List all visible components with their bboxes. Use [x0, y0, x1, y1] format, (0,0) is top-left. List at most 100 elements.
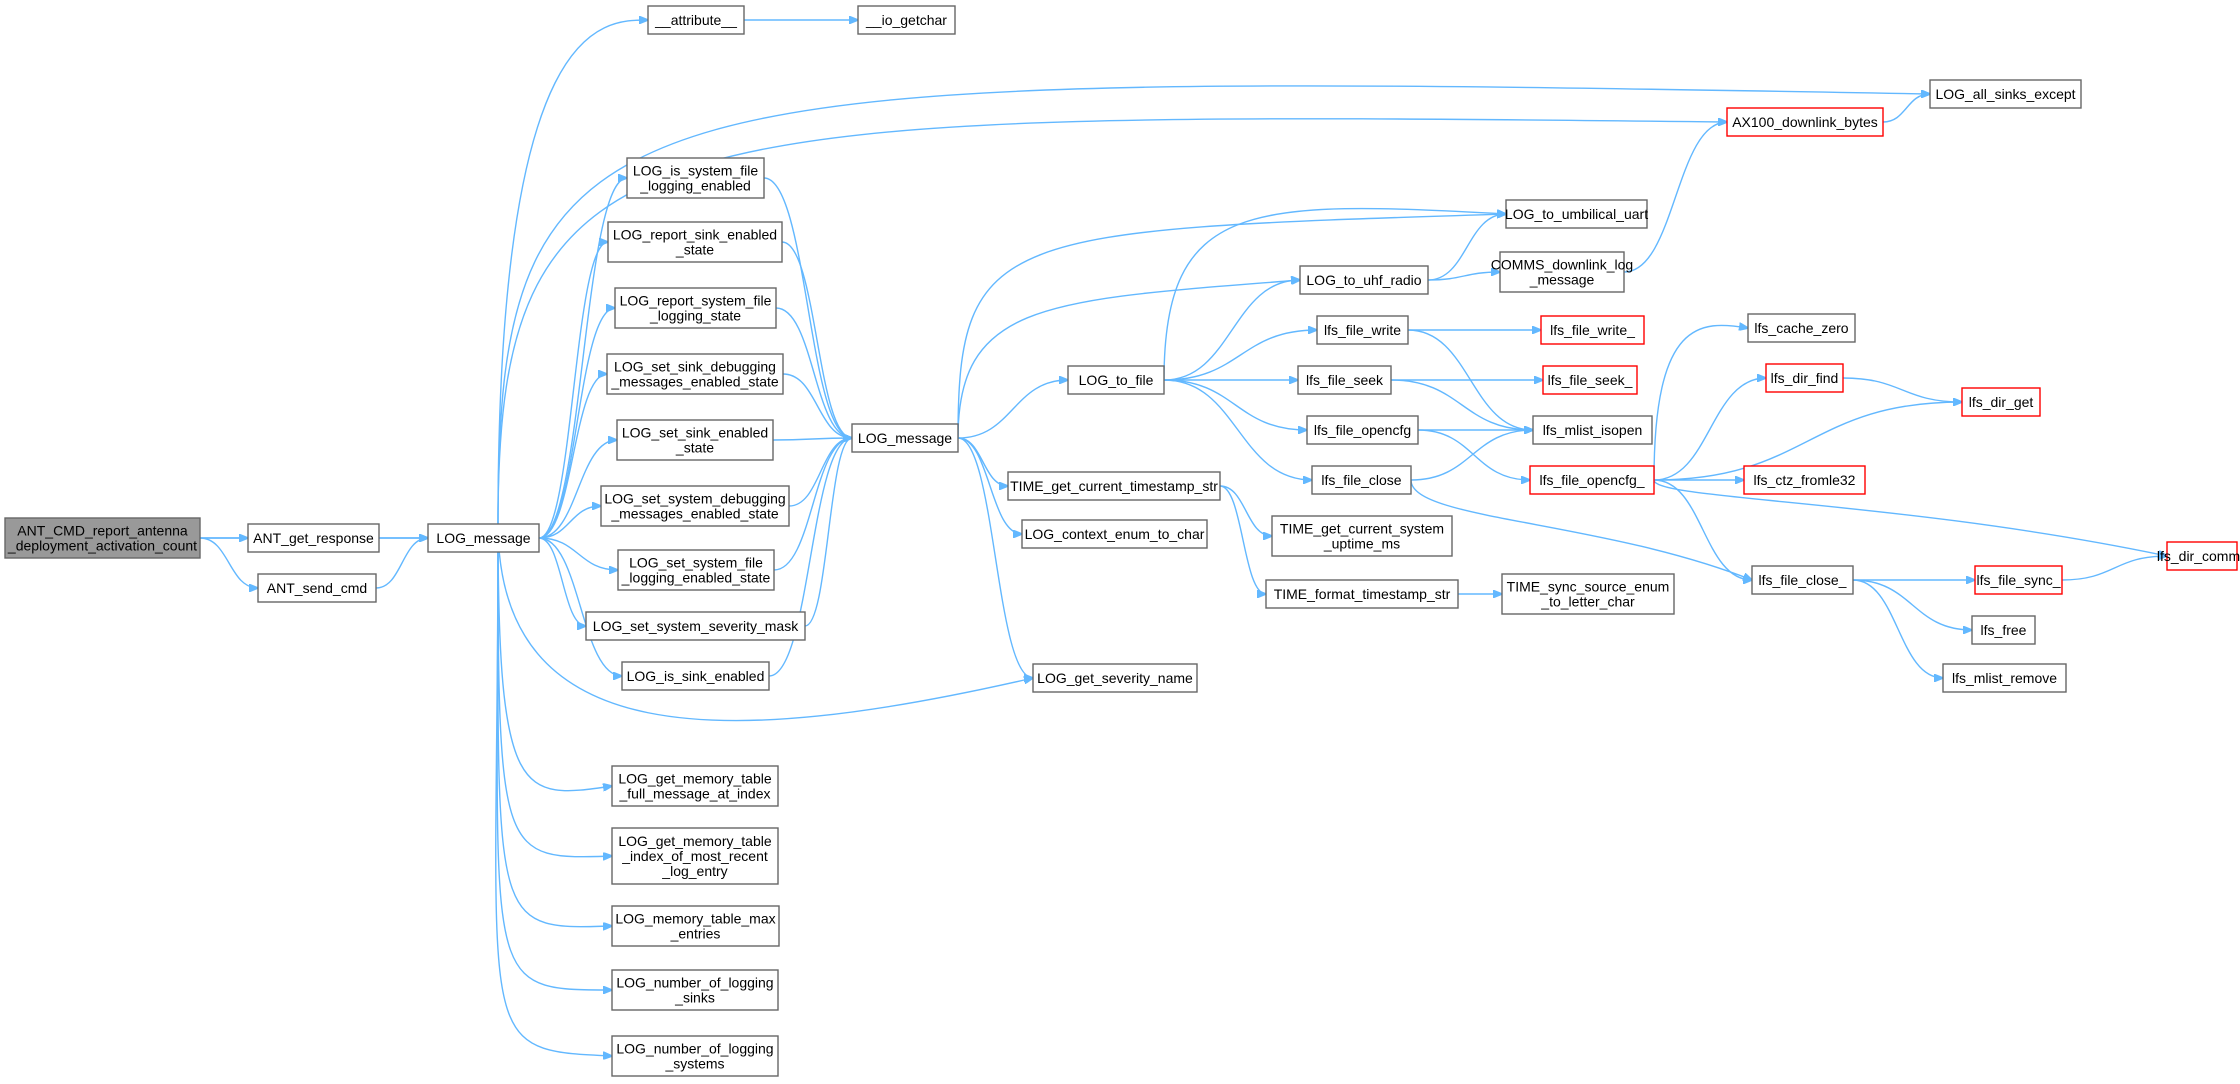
- function-node-lfs-file-close[interactable]: lfs_file_close: [1311, 465, 1412, 495]
- function-node-lfs-mlist-isopen[interactable]: lfs_mlist_isopen: [1532, 415, 1653, 445]
- call-edge-log-report-system-file-logging-state-to-log-message: [775, 307, 852, 438]
- function-node-lfs-file-opencfg[interactable]: lfs_file_opencfg: [1306, 415, 1419, 445]
- function-node-log-to-umbilical-uart[interactable]: LOG_to_umbilical_uart: [1505, 199, 1648, 229]
- function-node-log-report-sink-enabled-state[interactable]: LOG_report_sink_enabled_state: [607, 221, 783, 263]
- function-node-log-report-system-file-logging-state[interactable]: LOG_report_system_file_logging_state: [614, 287, 777, 329]
- function-node-log-context-enum-to-char[interactable]: LOG_context_enum_to_char: [1021, 519, 1208, 549]
- function-node-log-number-of-logging-systems[interactable]: LOG_number_of_logging_systems: [611, 1035, 779, 1077]
- node-box: [611, 905, 780, 947]
- function-node-time-get-current-system-uptime-ms[interactable]: TIME_get_current_system_uptime_ms: [1271, 515, 1453, 557]
- node-label: lfs_cache_zero: [1754, 320, 1848, 336]
- function-node-time-sync-source-enum-to-letter-char[interactable]: TIME_sync_source_enum_to_letter_char: [1501, 573, 1675, 615]
- node-box: [616, 419, 774, 461]
- node-box: [611, 765, 779, 807]
- node-box: [1297, 365, 1392, 395]
- node-box: [611, 827, 779, 885]
- node-box: [585, 611, 806, 641]
- call-edge-log-message-to-time-get-current-timestamp-str: [957, 437, 1008, 486]
- node-box: [1299, 265, 1429, 295]
- function-node-attribute[interactable]: __attribute__: [647, 5, 745, 35]
- function-node-lfs-file-opencfg[interactable]: lfs_file_opencfg_: [1529, 465, 1655, 495]
- function-node-log-is-sink-enabled[interactable]: LOG_is_sink_enabled: [621, 661, 770, 691]
- function-node-log-set-sink-debugging-messages-enabled-state[interactable]: LOG_set_sink_debugging_messages_enabled_…: [606, 353, 784, 395]
- call-edge-log-message-to-log-set-system-debugging-messages-enabled-state: [538, 506, 601, 539]
- call-edge-log-message-to-log-number-of-logging-sinks: [496, 523, 612, 990]
- call-edge-lfs-file-opencfg-to-lfs-dir-find: [1653, 378, 1766, 481]
- call-edge-log-is-system-file-logging-enabled-to-log-message: [763, 177, 852, 438]
- node-label: _entries: [670, 926, 721, 942]
- function-node-lfs-ctz-fromle32[interactable]: lfs_ctz_fromle32: [1743, 465, 1866, 495]
- function-node-log-get-memory-table-index-of-most-recent-log-entry[interactable]: LOG_get_memory_table_index_of_most_recen…: [611, 827, 779, 885]
- call-edge-lfs-file-opencfg-to-lfs-file-close: [1653, 479, 1752, 580]
- node-label: lfs_dir_get: [1969, 394, 2034, 410]
- function-node-log-set-system-severity-mask[interactable]: LOG_set_system_severity_mask: [585, 611, 806, 641]
- function-node-log-to-uhf-radio[interactable]: LOG_to_uhf_radio: [1299, 265, 1429, 295]
- call-edge-lfs-dir-find-to-lfs-dir-get: [1842, 377, 1962, 402]
- function-node-lfs-file-close[interactable]: lfs_file_close_: [1751, 565, 1854, 595]
- node-box: [1306, 415, 1419, 445]
- node-label: LOG_message: [436, 530, 530, 546]
- node-label: _messages_enabled_state: [610, 374, 779, 390]
- node-label: lfs_dir_commit: [2157, 548, 2240, 564]
- function-node-lfs-file-seek[interactable]: lfs_file_seek: [1297, 365, 1392, 395]
- function-node-log-message[interactable]: LOG_message: [851, 423, 959, 453]
- call-edge-log-message-to-log-get-memory-table-full-message-at-index: [497, 523, 612, 792]
- node-label: lfs_file_opencfg: [1314, 422, 1411, 438]
- function-node-lfs-file-write[interactable]: lfs_file_write: [1316, 315, 1409, 345]
- node-label: __io_getchar: [865, 12, 947, 28]
- node-label: LOG_number_of_logging: [616, 1041, 773, 1057]
- function-node-log-message[interactable]: LOG_message: [427, 523, 540, 553]
- function-node-log-memory-table-max-entries[interactable]: LOG_memory_table_max_entries: [611, 905, 780, 947]
- function-node-lfs-file-seek[interactable]: lfs_file_seek_: [1542, 365, 1638, 395]
- function-node-time-get-current-timestamp-str[interactable]: TIME_get_current_timestamp_str: [1007, 471, 1221, 501]
- node-label: LOG_set_system_debugging: [604, 491, 785, 507]
- function-node-time-format-timestamp-str[interactable]: TIME_format_timestamp_str: [1265, 579, 1459, 609]
- function-node-log-set-system-debugging-messages-enabled-state[interactable]: LOG_set_system_debugging_messages_enable…: [600, 485, 790, 527]
- node-box: [1542, 365, 1638, 395]
- node-label: lfs_mlist_isopen: [1543, 422, 1643, 438]
- node-box: [1942, 663, 2067, 693]
- function-node-log-set-system-file-logging-enabled-state[interactable]: LOG_set_system_file_logging_enabled_stat…: [617, 549, 775, 591]
- function-node-ant-get-response[interactable]: ANT_get_response: [247, 523, 380, 553]
- function-node-log-get-severity-name[interactable]: LOG_get_severity_name: [1032, 663, 1198, 693]
- node-label: LOG_memory_table_max: [615, 911, 775, 927]
- edge-layer: [199, 20, 2167, 1056]
- function-node-lfs-mlist-remove[interactable]: lfs_mlist_remove: [1942, 663, 2067, 693]
- call-edge-log-set-sink-enabled-state-to-log-message: [772, 438, 852, 440]
- function-node-io-getchar[interactable]: __io_getchar: [857, 5, 956, 35]
- function-node-ax100-downlink-bytes[interactable]: AX100_downlink_bytes: [1726, 107, 1884, 137]
- node-box: [600, 485, 790, 527]
- function-node-log-get-memory-table-full-message-at-index[interactable]: LOG_get_memory_table_full_message_at_ind…: [611, 765, 779, 807]
- function-node-lfs-cache-zero[interactable]: lfs_cache_zero: [1747, 313, 1856, 343]
- function-node-lfs-dir-find[interactable]: lfs_dir_find: [1765, 363, 1844, 393]
- function-node-log-number-of-logging-sinks[interactable]: LOG_number_of_logging_sinks: [611, 969, 779, 1011]
- function-node-lfs-file-sync[interactable]: lfs_file_sync_: [1974, 565, 2063, 595]
- node-label: LOG_report_sink_enabled: [613, 227, 777, 243]
- call-edge-log-message-to-log-memory-table-max-entries: [497, 523, 612, 927]
- function-node-ant-cmd-report-antenna-deployment-activation-count[interactable]: ANT_CMD_report_antenna_deployment_activa…: [4, 517, 201, 559]
- node-box: [1971, 615, 2036, 645]
- call-edge-log-to-file-to-lfs-file-opencfg: [1163, 379, 1307, 430]
- node-box: [621, 661, 770, 691]
- function-node-lfs-dir-get[interactable]: lfs_dir_get: [1961, 387, 2041, 417]
- node-label: TIME_sync_source_enum: [1507, 579, 1670, 595]
- function-node-lfs-dir-commit[interactable]: lfs_dir_commit: [2157, 541, 2240, 571]
- function-node-log-is-system-file-logging-enabled[interactable]: LOG_is_system_file_logging_enabled: [626, 157, 765, 199]
- node-label: lfs_file_seek_: [1548, 372, 1633, 388]
- function-node-log-set-sink-enabled-state[interactable]: LOG_set_sink_enabled_state: [616, 419, 774, 461]
- function-node-ant-send-cmd[interactable]: ANT_send_cmd: [257, 573, 377, 603]
- function-node-log-to-file[interactable]: LOG_to_file: [1067, 365, 1165, 395]
- function-node-lfs-file-write[interactable]: lfs_file_write_: [1540, 315, 1645, 345]
- node-box: [857, 5, 956, 35]
- node-box: [247, 523, 380, 553]
- call-edge-log-is-sink-enabled-to-log-message: [768, 438, 852, 677]
- node-label: lfs_file_close: [1321, 472, 1401, 488]
- function-node-comms-downlink-log-message[interactable]: COMMS_downlink_log_message: [1491, 251, 1633, 293]
- node-box: [611, 1035, 779, 1077]
- call-edge-log-message-to-log-to-uhf-radio: [957, 280, 1300, 439]
- function-node-log-all-sinks-except[interactable]: LOG_all_sinks_except: [1929, 79, 2082, 109]
- call-edge-time-get-current-timestamp-str-to-time-format-timestamp-str: [1219, 485, 1266, 594]
- node-box: [614, 287, 777, 329]
- function-node-lfs-free[interactable]: lfs_free: [1971, 615, 2036, 645]
